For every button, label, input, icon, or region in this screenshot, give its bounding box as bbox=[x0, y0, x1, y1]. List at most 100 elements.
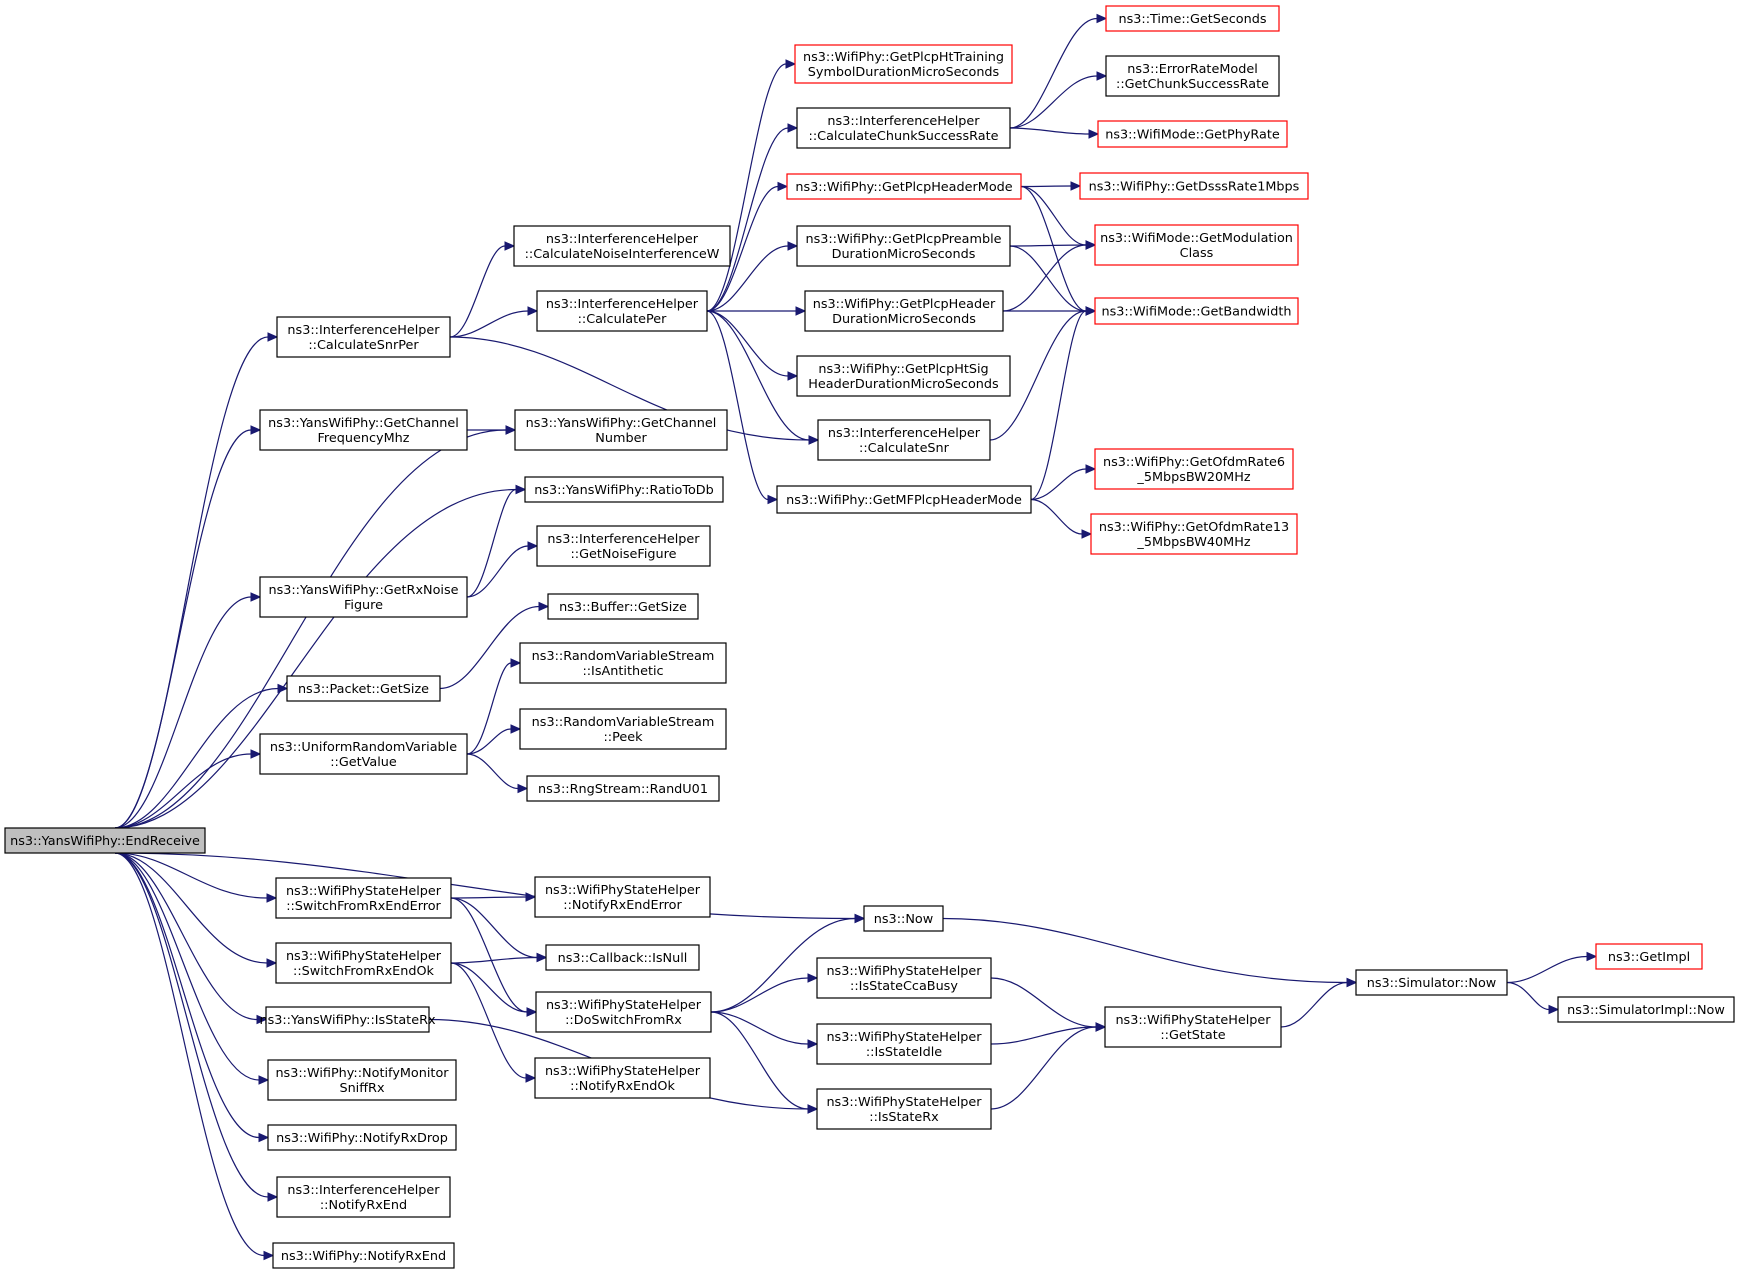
node-label: ns3::InterferenceHelper bbox=[547, 532, 700, 547]
node-label: ns3::InterferenceHelper bbox=[827, 114, 980, 129]
node-notifyRxEndOk[interactable]: ns3::WifiPhyStateHelper::NotifyRxEndOk bbox=[534, 1057, 711, 1099]
node-getPlcpPreamble[interactable]: ns3::WifiPhy::GetPlcpPreambleDurationMic… bbox=[796, 225, 1011, 267]
node-isAntithetic[interactable]: ns3::RandomVariableStream::IsAntithetic bbox=[519, 642, 727, 684]
node-cbIsNull[interactable]: ns3::Callback::IsNull bbox=[545, 944, 700, 971]
node-getOfdm6[interactable]: ns3::WifiPhy::GetOfdmRate6_5MbpsBW20MHz bbox=[1094, 448, 1294, 490]
node-getPlcpHtSig[interactable]: ns3::WifiPhy::GetPlcpHtSigHeaderDuration… bbox=[796, 355, 1011, 397]
node-label: ns3::InterferenceHelper bbox=[287, 1183, 440, 1198]
node-label: ns3::WifiPhyStateHelper bbox=[1115, 1013, 1271, 1028]
edge-root-to-ratioToDb bbox=[114, 484, 527, 829]
edge-calcPer-to-getPlcpPreamble bbox=[706, 241, 799, 312]
node-label: ns3::WifiPhy::GetMFPlcpHeaderMode bbox=[786, 493, 1022, 508]
node-label: ns3::WifiPhy::GetPlcpHtSig bbox=[818, 362, 988, 377]
node-label: ::CalculateNoiseInterferenceW bbox=[525, 247, 720, 262]
node-getBw[interactable]: ns3::WifiMode::GetBandwidth bbox=[1094, 297, 1299, 325]
node-label: ns3::WifiMode::GetPhyRate bbox=[1105, 128, 1280, 143]
node-label: Class bbox=[1180, 246, 1214, 261]
node-uniGetValue[interactable]: ns3::UniformRandomVariable::GetValue bbox=[259, 733, 468, 775]
node-calcSnrPer[interactable]: ns3::InterferenceHelper::CalculateSnrPer bbox=[276, 316, 451, 358]
node-now[interactable]: ns3::Now bbox=[863, 905, 944, 932]
edge-uniGetValue-to-randU01 bbox=[466, 753, 529, 794]
node-label: ns3::WifiPhy::GetOfdmRate6 bbox=[1103, 455, 1285, 470]
node-calcPer[interactable]: ns3::InterferenceHelper::CalculatePer bbox=[536, 290, 708, 332]
node-yansIsStateRx[interactable]: ns3::YansWifiPhy::IsStateRx bbox=[259, 1006, 436, 1033]
node-getDsss[interactable]: ns3::WifiPhy::GetDsssRate1Mbps bbox=[1079, 172, 1309, 200]
node-calcNoiseIntW[interactable]: ns3::InterferenceHelper::CalculateNoiseI… bbox=[513, 225, 731, 267]
node-label: ns3::InterferenceHelper bbox=[546, 232, 699, 247]
node-label: ::NotifyRxEndError bbox=[563, 898, 682, 913]
node-label: ns3::YansWifiPhy::GetChannel bbox=[268, 416, 459, 431]
node-getPhyRate[interactable]: ns3::WifiMode::GetPhyRate bbox=[1097, 120, 1288, 148]
node-notifyRxEndErr[interactable]: ns3::WifiPhyStateHelper::NotifyRxEndErro… bbox=[534, 876, 711, 918]
node-label: ::DoSwitchFromRx bbox=[565, 1013, 682, 1028]
node-label: ns3::Now bbox=[874, 912, 933, 927]
node-label: ns3::WifiPhy::NotifyMonitor bbox=[275, 1066, 449, 1081]
node-bufGetSize[interactable]: ns3::Buffer::GetSize bbox=[547, 593, 699, 620]
node-ihNotifyRxEnd[interactable]: ns3::InterferenceHelper::NotifyRxEnd bbox=[276, 1176, 451, 1218]
edge-getPlcpHdrDur-to-getBw bbox=[1003, 306, 1097, 316]
node-simNow[interactable]: ns3::Simulator::Now bbox=[1355, 969, 1508, 996]
node-label: _5MbpsBW20MHz bbox=[1136, 470, 1250, 485]
node-label: ns3::YansWifiPhy::EndReceive bbox=[10, 834, 200, 849]
node-swRxEndErr[interactable]: ns3::WifiPhyStateHelper::SwitchFromRxEnd… bbox=[275, 877, 452, 919]
node-swRxEndOk[interactable]: ns3::WifiPhyStateHelper::SwitchFromRxEnd… bbox=[275, 942, 452, 984]
node-peek[interactable]: ns3::RandomVariableStream::Peek bbox=[519, 708, 727, 750]
edge-doSwitchRx-to-isRx bbox=[710, 1011, 819, 1114]
node-label: ns3::WifiPhy::GetPlcpHtTraining bbox=[803, 50, 1004, 65]
node-getOfdm13[interactable]: ns3::WifiPhy::GetOfdmRate13_5MbpsBW40MHz bbox=[1090, 513, 1298, 555]
node-label: FrequencyMhz bbox=[318, 431, 410, 446]
edge-getRxNoiseFig-to-ratioToDb bbox=[466, 484, 527, 598]
node-isRx[interactable]: ns3::WifiPhyStateHelper::IsStateRx bbox=[816, 1088, 992, 1130]
node-label: ns3::YansWifiPhy::GetChannel bbox=[526, 416, 717, 431]
node-label: ns3::InterferenceHelper bbox=[546, 297, 699, 312]
node-root[interactable]: ns3::YansWifiPhy::EndReceive bbox=[4, 827, 206, 854]
edge-uniGetValue-to-peek bbox=[466, 724, 522, 755]
node-getPlcpHtTrain[interactable]: ns3::WifiPhy::GetPlcpHtTrainingSymbolDur… bbox=[794, 44, 1013, 84]
node-notifyRxDrop[interactable]: ns3::WifiPhy::NotifyRxDrop bbox=[267, 1124, 457, 1151]
node-getMfPlcp[interactable]: ns3::WifiPhy::GetMFPlcpHeaderMode bbox=[776, 485, 1032, 514]
node-label: ns3::YansWifiPhy::GetRxNoise bbox=[268, 583, 458, 598]
node-wpNotifyRxEnd[interactable]: ns3::WifiPhy::NotifyRxEnd bbox=[272, 1242, 455, 1269]
edge-swRxEndOk-to-cbIsNull bbox=[450, 952, 548, 964]
node-isIdle[interactable]: ns3::WifiPhyStateHelper::IsStateIdle bbox=[816, 1023, 992, 1065]
node-label: ::IsAntithetic bbox=[582, 664, 663, 679]
node-label: ns3::WifiPhyStateHelper bbox=[826, 1095, 982, 1110]
node-label: _5MbpsBW40MHz bbox=[1136, 535, 1250, 550]
node-timeGetSec[interactable]: ns3::Time::GetSeconds bbox=[1105, 5, 1280, 32]
node-randU01[interactable]: ns3::RngStream::RandU01 bbox=[526, 775, 720, 802]
edge-calcPer-to-getMfPlcp bbox=[706, 310, 779, 505]
node-calcSnr[interactable]: ns3::InterferenceHelper::CalculateSnr bbox=[817, 419, 991, 461]
edge-getMfPlcp-to-getOfdm13 bbox=[1030, 498, 1093, 539]
node-getPlcpHdrMode[interactable]: ns3::WifiPhy::GetPlcpHeaderMode bbox=[786, 173, 1022, 200]
node-simImplNow[interactable]: ns3::SimulatorImpl::Now bbox=[1557, 996, 1735, 1023]
edge-calcPer-to-getPlcpHtTrain bbox=[706, 59, 797, 312]
edge-uniGetValue-to-isAntithetic bbox=[466, 658, 522, 755]
node-ratioToDb[interactable]: ns3::YansWifiPhy::RatioToDb bbox=[524, 476, 724, 503]
call-nodes: ns3::YansWifiPhy::EndReceivens3::Interfe… bbox=[4, 5, 1735, 1269]
node-label: DurationMicroSeconds bbox=[832, 247, 976, 262]
node-calcChunk[interactable]: ns3::InterferenceHelper::CalculateChunkS… bbox=[796, 107, 1011, 149]
edge-getChFreq-to-getChNum bbox=[467, 425, 517, 435]
node-label: ::CalculateSnr bbox=[859, 441, 950, 456]
node-pktGetSize[interactable]: ns3::Packet::GetSize bbox=[286, 675, 441, 702]
edge-calcSnrPer-to-calcPer bbox=[449, 306, 539, 338]
node-getState[interactable]: ns3::WifiPhyStateHelper::GetState bbox=[1104, 1006, 1282, 1048]
node-getPlcpHdrDur[interactable]: ns3::WifiPhy::GetPlcpHeaderDurationMicro… bbox=[804, 290, 1004, 332]
edge-calcChunk-to-errGetChunk bbox=[1009, 71, 1108, 129]
node-getNoiseFig[interactable]: ns3::InterferenceHelper::GetNoiseFigure bbox=[536, 525, 711, 567]
node-label: ::IsStateIdle bbox=[866, 1045, 942, 1060]
edge-calcPer-to-getPlcpHdrMode bbox=[706, 181, 789, 312]
node-errGetChunk[interactable]: ns3::ErrorRateModel::GetChunkSuccessRate bbox=[1105, 55, 1280, 97]
node-doSwitchRx[interactable]: ns3::WifiPhyStateHelper::DoSwitchFromRx bbox=[535, 991, 712, 1033]
node-label: ns3::WifiPhy::GetOfdmRate13 bbox=[1099, 520, 1289, 535]
node-getImpl[interactable]: ns3::GetImpl bbox=[1595, 943, 1703, 970]
edge-root-to-wpNotifyRxEnd bbox=[114, 852, 275, 1261]
edge-calcSnrPer-to-calcNoiseIntW bbox=[449, 241, 516, 338]
node-isCcaBusy[interactable]: ns3::WifiPhyStateHelper::IsStateCcaBusy bbox=[816, 957, 992, 999]
node-label: ns3::Callback::IsNull bbox=[558, 951, 688, 966]
